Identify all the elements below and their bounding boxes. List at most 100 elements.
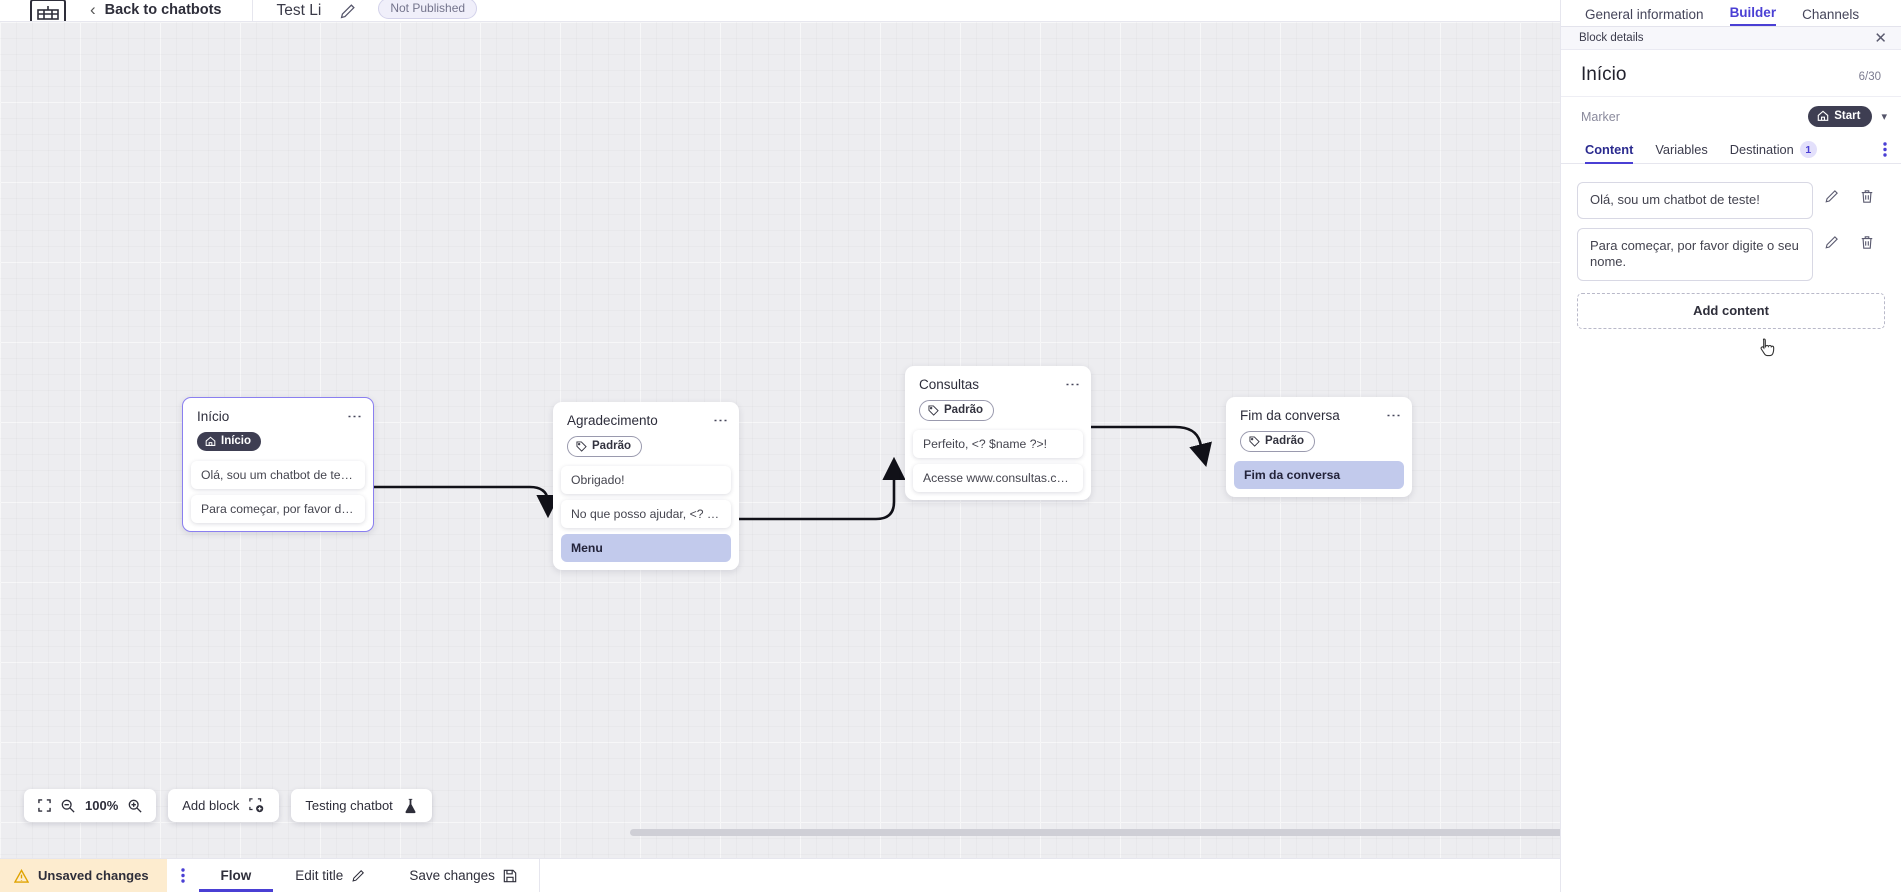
edge-inicio-to-agradecimento bbox=[374, 485, 560, 519]
app-logo-icon[interactable] bbox=[30, 0, 66, 21]
flow-node-tag-label: Padrão bbox=[944, 404, 983, 416]
flow-node-item[interactable]: Menu bbox=[561, 534, 731, 562]
flow-node-items: Obrigado! No que posso ajudar, <? $name .… bbox=[553, 466, 739, 562]
block-details-bar: Block details ✕ bbox=[1561, 27, 1901, 50]
home-icon bbox=[1817, 110, 1829, 122]
right-panel: General information Builder Channels Block… bbox=[1560, 0, 1901, 892]
flow-node-title: Início bbox=[197, 409, 230, 424]
tab-builder[interactable]: Builder bbox=[1729, 5, 1777, 26]
delete-content-icon[interactable] bbox=[1849, 228, 1885, 250]
canvas-toolbar: 100% Add block Testing c bbox=[24, 789, 432, 822]
tab-general-information[interactable]: General information bbox=[1585, 7, 1704, 22]
flow-node-header: Consultas ⋮ bbox=[905, 366, 1091, 392]
flow-node-title: Consultas bbox=[919, 377, 980, 392]
flow-node-item[interactable]: Acesse www.consultas.com par... bbox=[913, 464, 1083, 492]
tab-flow[interactable]: Flow bbox=[199, 859, 274, 892]
content-list: Olá, sou um chatbot de teste! Para começa… bbox=[1561, 164, 1901, 281]
flow-node-item[interactable]: Para começar, por favor digite o ... bbox=[191, 494, 365, 523]
canvas-hscrollbar[interactable] bbox=[0, 826, 1560, 838]
flow-node-items: Perfeito, <? $name ?>! Acesse www.consult… bbox=[905, 430, 1091, 492]
back-to-chatbots-label: Back to chatbots bbox=[104, 2, 222, 18]
chevron-down-icon[interactable]: ▾ bbox=[1881, 111, 1887, 123]
flow-node-menu-icon[interactable]: ⋮ bbox=[1064, 377, 1081, 392]
close-icon[interactable]: ✕ bbox=[1874, 29, 1887, 47]
edit-pencil-icon[interactable] bbox=[339, 3, 356, 20]
testing-chatbot-button[interactable]: Testing chatbot bbox=[291, 789, 432, 822]
flow-node-header: Agradecimento ⋮ bbox=[553, 402, 739, 428]
testing-chatbot-label: Testing chatbot bbox=[305, 798, 393, 813]
edit-title-pencil-icon bbox=[351, 869, 365, 883]
flow-node-items: Olá, sou um chatbot de teste! Para começa… bbox=[183, 460, 373, 523]
zoom-out-icon[interactable] bbox=[61, 799, 75, 813]
save-changes-label: Save changes bbox=[409, 868, 495, 883]
tab-channels[interactable]: Channels bbox=[1802, 7, 1860, 22]
back-to-chatbots-button[interactable]: ‹ Back to chatbots bbox=[90, 0, 222, 20]
content-tab-label: Variables bbox=[1655, 142, 1708, 157]
content-tab-variables[interactable]: Variables bbox=[1655, 136, 1707, 164]
warning-icon bbox=[14, 868, 29, 883]
content-text[interactable]: Olá, sou um chatbot de teste! bbox=[1577, 182, 1813, 219]
flow-node-item[interactable]: Fim da conversa bbox=[1234, 461, 1404, 489]
delete-content-icon[interactable] bbox=[1849, 182, 1885, 204]
content-tab-label: Destination bbox=[1729, 142, 1794, 157]
home-icon bbox=[205, 436, 216, 447]
flow-node-item[interactable]: Perfeito, <? $name ?>! bbox=[913, 430, 1083, 458]
edit-title-label: Edit title bbox=[295, 868, 344, 883]
bottom-bar-kebab-icon[interactable] bbox=[167, 859, 199, 892]
canvas-hscrollbar-thumb[interactable] bbox=[630, 829, 1560, 836]
edit-content-icon[interactable] bbox=[1813, 182, 1849, 204]
add-block-label: Add block bbox=[182, 798, 240, 813]
add-block-icon bbox=[249, 797, 265, 814]
unsaved-changes-label: Unsaved changes bbox=[38, 868, 149, 883]
content-tab-content[interactable]: Content bbox=[1585, 136, 1633, 164]
mouse-cursor-icon bbox=[1759, 337, 1776, 359]
flow-node-tag-label: Padrão bbox=[592, 440, 631, 452]
content-tab-label: Content bbox=[1585, 142, 1634, 157]
flow-node-title: Fim da conversa bbox=[1240, 408, 1340, 423]
panel-top-tabs: General information Builder Channels bbox=[1561, 0, 1901, 27]
add-content-button[interactable]: Add content bbox=[1577, 292, 1885, 329]
flow-node-item[interactable]: Obrigado! bbox=[561, 466, 731, 494]
save-disk-icon bbox=[503, 869, 517, 883]
fit-view-icon[interactable] bbox=[38, 799, 51, 812]
save-changes-button[interactable]: Save changes bbox=[387, 859, 539, 892]
content-text[interactable]: Para começar, por favor digite o seu nom… bbox=[1577, 227, 1813, 281]
content-row: Para começar, por favor digite o seu nom… bbox=[1577, 227, 1885, 281]
flow-node-items: Fim da conversa bbox=[1226, 461, 1412, 489]
marker-start-badge[interactable]: Start bbox=[1808, 106, 1873, 127]
zoom-in-icon[interactable] bbox=[128, 799, 142, 813]
flow-node-menu-icon[interactable]: ⋮ bbox=[1385, 408, 1402, 423]
flow-node-title: Agradecimento bbox=[567, 413, 658, 428]
marker-row: Marker Start ▾ bbox=[1561, 97, 1901, 136]
edge-agradecimento-to-consultas bbox=[739, 456, 906, 521]
panel-kebab-icon[interactable] bbox=[1883, 142, 1887, 157]
flow-node-menu-icon[interactable]: ⋮ bbox=[346, 409, 363, 424]
edge-consultas-to-fim bbox=[1091, 425, 1212, 468]
flow-node-menu-icon[interactable]: ⋮ bbox=[712, 413, 729, 428]
edit-title-button[interactable]: Edit title bbox=[273, 859, 387, 892]
flask-icon bbox=[403, 798, 418, 814]
page-title: Início bbox=[1581, 64, 1627, 85]
add-block-button[interactable]: Add block bbox=[168, 789, 280, 822]
flow-node-item[interactable]: Olá, sou um chatbot de teste! bbox=[191, 460, 365, 489]
flow-edges bbox=[374, 425, 1212, 521]
chevron-left-icon: ‹ bbox=[90, 0, 96, 19]
panel-header: Início 6/30 bbox=[1561, 50, 1901, 97]
tag-icon bbox=[928, 404, 939, 416]
destination-count-badge: 1 bbox=[1799, 141, 1817, 158]
content-row: Olá, sou um chatbot de teste! bbox=[1577, 182, 1885, 219]
chatbot-title: Test Li bbox=[276, 2, 322, 19]
content-tab-destination[interactable]: Destination 1 bbox=[1730, 136, 1817, 164]
zoom-controls[interactable]: 100% bbox=[24, 789, 157, 822]
marker-control: Start ▾ bbox=[1808, 106, 1887, 127]
flow-node-tag-label: Início bbox=[221, 435, 252, 447]
flow-node-header: Fim da conversa ⋮ bbox=[1226, 397, 1412, 423]
flow-node-tag: Padrão bbox=[567, 436, 642, 457]
flow-node-item[interactable]: No que posso ajudar, <? $name ... bbox=[561, 500, 731, 528]
edit-content-icon[interactable] bbox=[1813, 228, 1849, 250]
